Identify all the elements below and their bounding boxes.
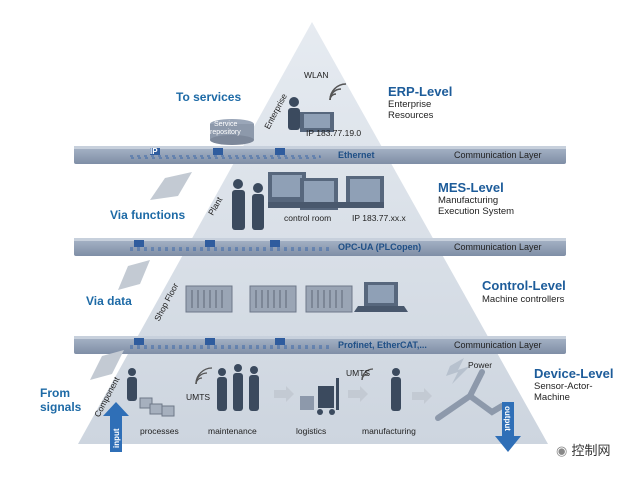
band-opcua-protocol: OPC-UA (PLCopen) — [338, 242, 422, 252]
control-level-line-1: Machine controllers — [482, 294, 565, 305]
processes-label: processes — [140, 426, 179, 436]
band-profinet-label: Communication Layer — [454, 340, 542, 350]
umts-signal-icon — [195, 367, 374, 385]
watermark-text: ◉ 控制网 — [556, 440, 611, 459]
service-repository-icon — [210, 119, 254, 145]
band-profinet-protocol: Profinet, EtherCAT,... — [338, 340, 427, 350]
watermark-label: 控制网 — [571, 444, 611, 459]
control-level-title: Control-Level — [482, 278, 566, 293]
erp-level-line-2: Resources — [388, 110, 434, 121]
service-repository-label-1: Service — [214, 121, 238, 128]
enterprise-user-icon — [288, 97, 334, 132]
via-data-label: Via data — [86, 294, 132, 308]
input-label: input — [112, 428, 121, 448]
band-ethernet — [74, 146, 566, 164]
erp-level-title: ERP-Level — [388, 84, 453, 99]
mes-level-line-1: Manufacturing — [438, 195, 499, 206]
network-dots — [129, 155, 331, 349]
mes-level-line-2: Execution System — [438, 206, 515, 217]
robot-arm-icon — [435, 369, 505, 421]
umts-right-label: UMTS — [346, 368, 371, 378]
band-profinet — [74, 336, 566, 354]
mes-level-title: MES-Level — [438, 180, 504, 195]
ip-tags — [134, 148, 285, 345]
service-repository-label-2: repository — [210, 129, 241, 136]
output-arrow — [495, 402, 521, 452]
flow-arrows — [274, 386, 432, 404]
to-services-label: To services — [176, 90, 242, 104]
control-room-monitors — [268, 172, 384, 210]
umts-left-label: UMTS — [186, 392, 211, 402]
via-functions-label: Via functions — [110, 208, 186, 222]
output-label: output — [503, 406, 512, 431]
logistics-label: logistics — [296, 426, 327, 436]
from-signals-label-2: signals — [40, 400, 82, 414]
from-signals-label-1: From — [40, 386, 70, 400]
ip-top-label: IP 183.77.19.0 — [306, 128, 362, 138]
process-cubes-icon — [139, 397, 175, 417]
device-level-line-2: Machine — [534, 392, 570, 403]
power-bolt-icon — [446, 358, 470, 384]
device-workers-icon — [127, 364, 401, 411]
band-ethernet-protocol: Ethernet — [338, 150, 375, 160]
band-opcua-label: Communication Layer — [454, 242, 542, 252]
ip-mes-label: IP 183.77.xx.x — [352, 213, 406, 223]
band-ethernet-label: Communication Layer — [454, 150, 542, 160]
device-level-line-1: Sensor-Actor- — [534, 381, 593, 392]
cabinet-slots — [191, 290, 343, 308]
band-opcua — [74, 238, 566, 256]
erp-level-line-1: Enterprise — [388, 99, 432, 110]
wechat-icon: ◉ — [556, 444, 568, 459]
machine-controller-cabinets — [185, 285, 353, 313]
wlan-signal-icon — [329, 83, 347, 101]
control-laptop-icon — [354, 282, 408, 312]
wlan-label: WLAN — [304, 70, 329, 80]
forklift-icon — [300, 378, 339, 415]
mes-operators-icon — [232, 179, 264, 230]
device-level-title: Device-Level — [534, 366, 614, 381]
upward-arrows — [90, 172, 192, 380]
power-label: Power — [468, 360, 493, 370]
input-arrow — [103, 402, 129, 452]
control-room-label: control room — [284, 213, 332, 223]
manufacturing-label: manufacturing — [362, 426, 416, 436]
ip-tag-text: IP — [150, 147, 158, 156]
maintenance-label: maintenance — [208, 426, 257, 436]
